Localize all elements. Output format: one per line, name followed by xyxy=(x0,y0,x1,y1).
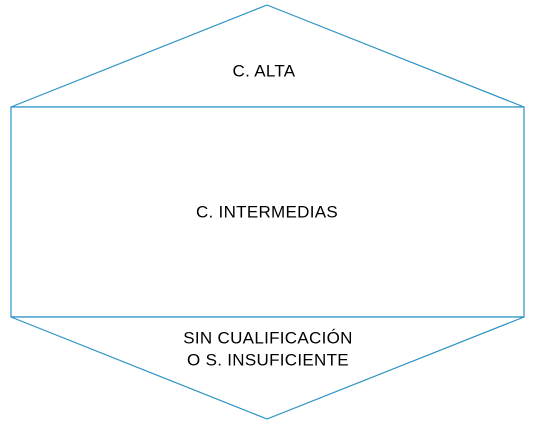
bottom-section-label-line2: O S. INSUFICIENTE xyxy=(187,350,349,369)
middle-section-label: C. INTERMEDIAS xyxy=(196,202,338,221)
bottom-triangle xyxy=(10,316,525,420)
top-section-label: C. ALTA xyxy=(233,61,296,80)
top-section: C. ALTA xyxy=(10,4,525,108)
top-triangle xyxy=(10,4,525,108)
bottom-section-label-line1: SIN CUALIFICACIÓN xyxy=(183,328,352,347)
middle-rectangle xyxy=(10,106,525,318)
middle-section: C. INTERMEDIAS xyxy=(10,106,525,318)
bottom-section: SIN CUALIFICACIÓN O S. INSUFICIENTE xyxy=(10,316,525,420)
